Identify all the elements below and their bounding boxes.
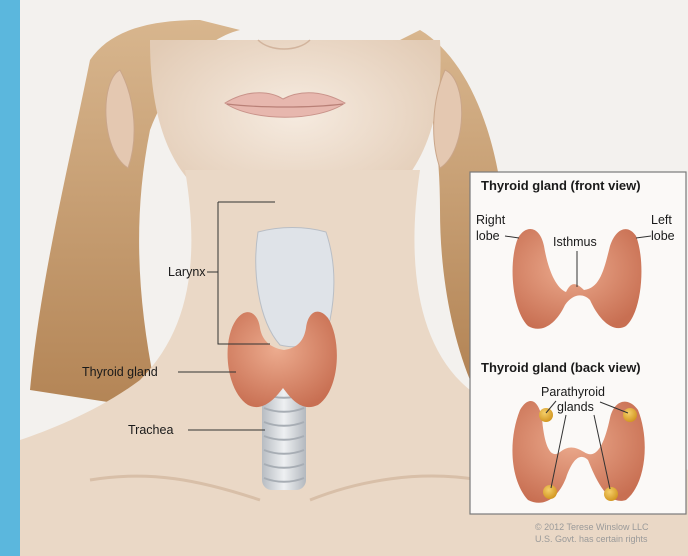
larynx-label: Larynx xyxy=(168,265,206,279)
parathyroid-gland-lower-left xyxy=(543,485,557,499)
parathyroid-label-line2: glands xyxy=(557,400,594,414)
left-lobe-label-line2: lobe xyxy=(651,229,675,243)
parathyroid-gland-upper-left xyxy=(539,408,553,422)
copyright-line1: © 2012 Terese Winslow LLC xyxy=(535,522,649,532)
front-view-title: Thyroid gland (front view) xyxy=(481,178,641,193)
right-lobe-label-line1: Right xyxy=(476,213,506,227)
isthmus-label: Isthmus xyxy=(553,235,597,249)
left-lobe-label-line1: Left xyxy=(651,213,672,227)
parathyroid-gland-upper-right xyxy=(623,408,637,422)
parathyroid-label-line1: Parathyroid xyxy=(541,385,605,399)
back-view-title: Thyroid gland (back view) xyxy=(481,360,641,375)
copyright-line2: U.S. Govt. has certain rights xyxy=(535,534,648,544)
right-lobe-label-line2: lobe xyxy=(476,229,500,243)
thyroid-gland-label: Thyroid gland xyxy=(82,365,158,379)
trachea-label: Trachea xyxy=(128,423,173,437)
parathyroid-gland-lower-right xyxy=(604,487,618,501)
